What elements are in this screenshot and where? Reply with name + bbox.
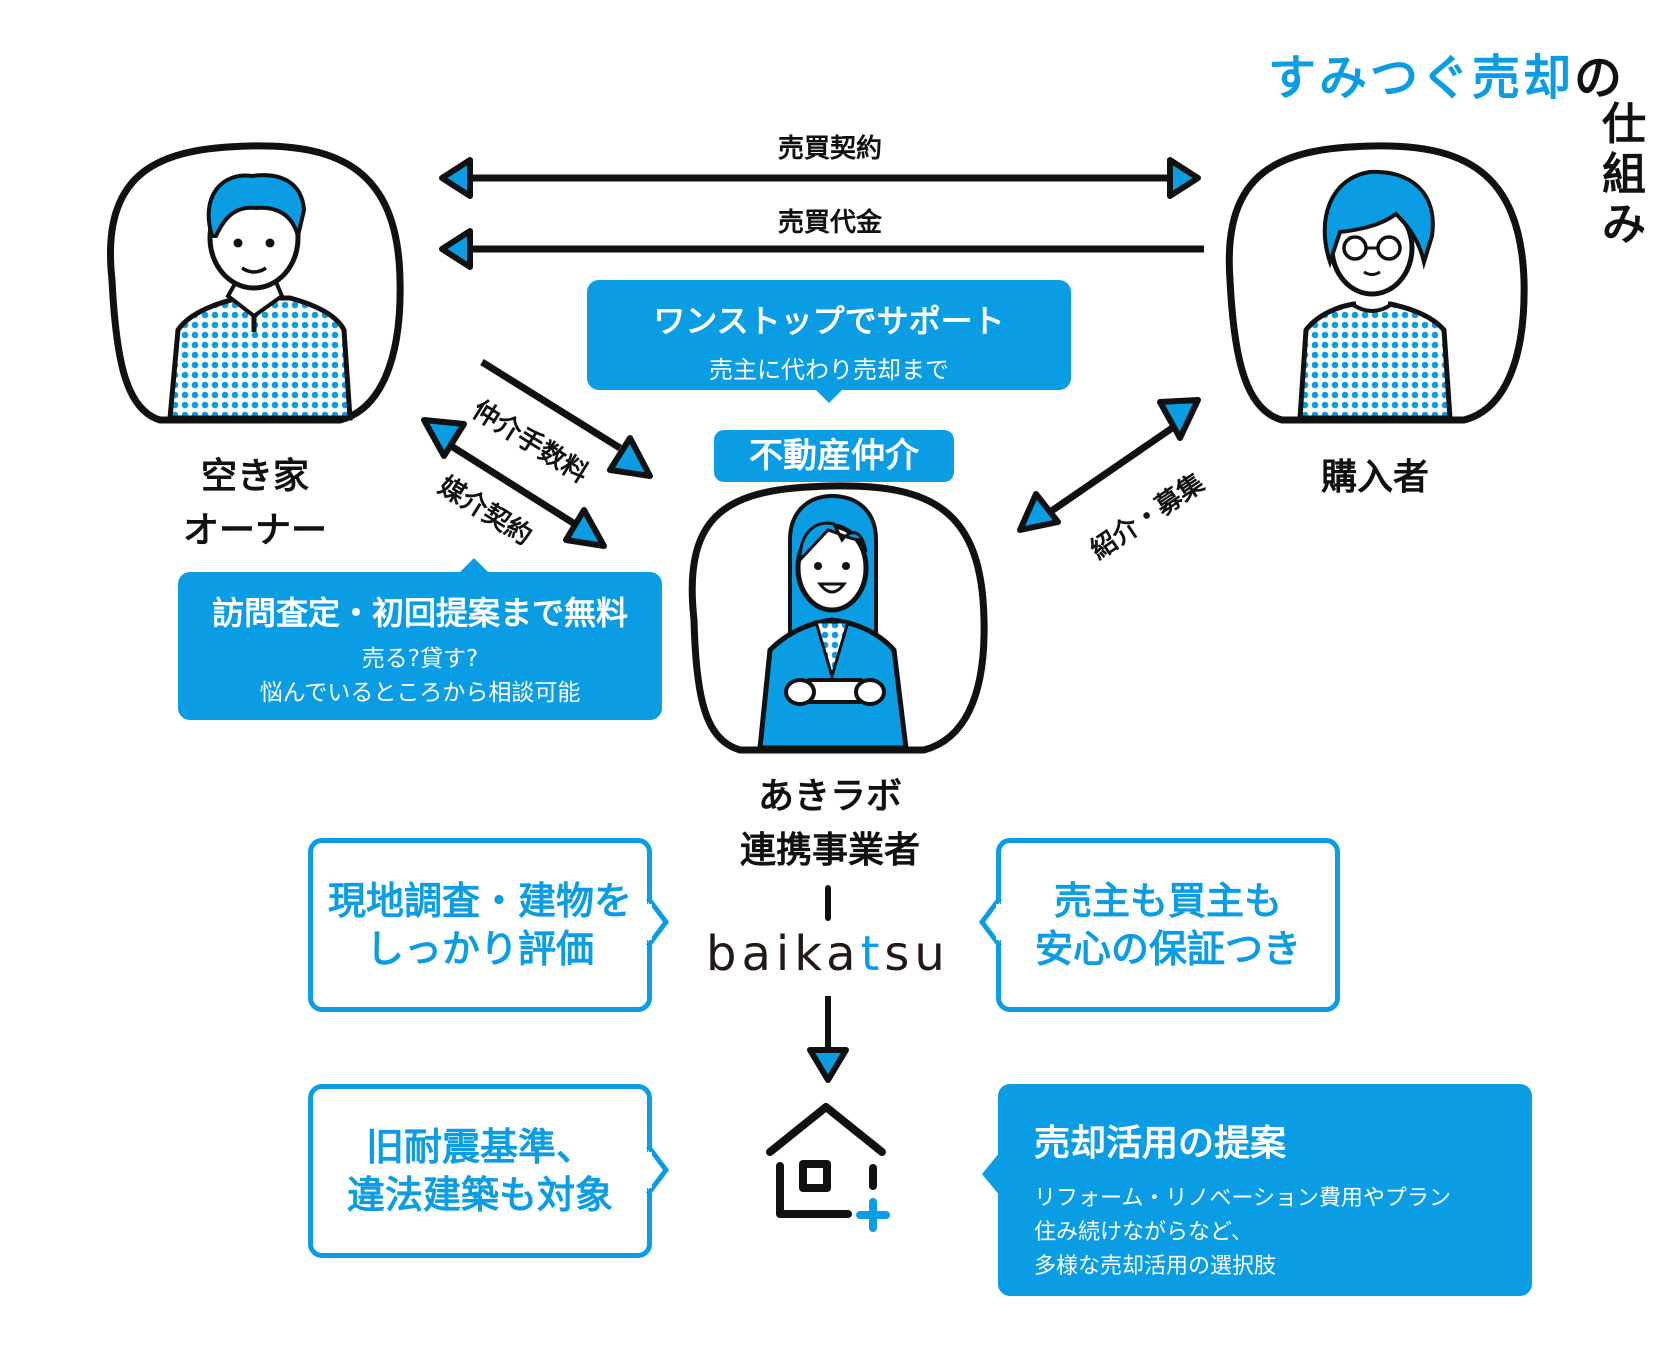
arrow-contract <box>439 157 1201 199</box>
callout-guarantee: 売主も買主も 安心の保証つき <box>996 838 1340 1012</box>
house-plus-icon <box>766 1103 890 1232</box>
callout-guarantee-pointer <box>978 898 1002 946</box>
callout-free-title: 訪問査定・初回提案まで無料 <box>211 594 628 632</box>
broker-label-line2: 連携事業者 <box>739 830 920 871</box>
callout-survey: 現地調査・建物を しっかり評価 <box>308 838 652 1012</box>
callout-one-stop-title: ワンストップでサポート <box>653 302 1005 340</box>
broker-portrait <box>688 482 988 754</box>
page-title: すみつぐ売却の <box>1268 38 1625 108</box>
callout-guarantee-line2: 安心の保証つき <box>1034 927 1301 971</box>
buyer-label: 購入者 <box>1320 457 1429 498</box>
arrow-mediation-contract <box>421 417 607 549</box>
callout-proposal-pointer <box>982 1152 1000 1196</box>
callout-guarantee-line1: 売主も買主も <box>1053 879 1282 923</box>
buyer-portrait <box>1225 142 1528 424</box>
title-vertical-char: 仕 <box>1602 99 1646 150</box>
title-vertical-char: み <box>1602 199 1646 250</box>
title-particle: の <box>1574 50 1626 106</box>
callout-one-stop-subtitle: 売主に代わり売却まで <box>709 356 949 384</box>
callout-proposal-title: 売却活用の提案 <box>1034 1123 1287 1164</box>
arrow-label-payment: 売買代金 <box>777 208 882 238</box>
owner-label-line2: オーナー <box>182 510 327 551</box>
arrow-down <box>807 996 849 1083</box>
page-title-vertical: 仕 組 み <box>1596 100 1652 250</box>
callout-free-pointer <box>460 558 488 572</box>
broker-tag: 不動産仲介 <box>714 430 954 482</box>
callout-old-standard-line1: 旧耐震基準、 <box>365 1125 594 1169</box>
callout-proposal-line1: リフォーム・リノベーション費用やプラン <box>1034 1186 1451 1211</box>
callout-survey-line1: 現地調査・建物を <box>327 879 632 923</box>
callout-proposal: 売却活用の提案 リフォーム・リノベーション費用やプラン 住み続けながらなど、 多… <box>998 1084 1532 1296</box>
owner-portrait <box>107 142 404 424</box>
arrow-brokerage-fee <box>480 359 653 479</box>
callout-free-line1: 売る?貸す? <box>361 646 479 672</box>
owner-label: 空き家 オーナー <box>170 450 340 558</box>
callout-free-line2: 悩んでいるところから相談可能 <box>259 680 581 706</box>
callout-old-standard-line2: 違法建築も対象 <box>346 1173 613 1217</box>
title-vertical-char: 組 <box>1602 149 1646 200</box>
title-highlight: すみつぐ売却 <box>1268 50 1575 106</box>
broker-label: あきラボ 連携事業者 <box>720 770 940 878</box>
callout-proposal-line2: 住み続けながらなど、 <box>1034 1220 1253 1245</box>
brand-logo-accent: t <box>860 926 885 982</box>
callout-free: 訪問査定・初回提案まで無料 売る?貸す? 悩んでいるところから相談可能 <box>178 572 662 720</box>
callout-survey-pointer <box>646 898 670 946</box>
callout-survey-line2: しっかり評価 <box>365 927 594 971</box>
callout-old-standard: 旧耐震基準、 違法建築も対象 <box>308 1084 652 1258</box>
callout-old-standard-pointer <box>646 1146 670 1194</box>
callout-one-stop-pointer <box>815 389 843 403</box>
brand-logo-post: su <box>884 926 950 982</box>
callout-one-stop: ワンストップでサポート 売主に代わり売却まで <box>587 280 1071 390</box>
callout-proposal-line3: 多様な売却活用の選択肢 <box>1034 1254 1277 1279</box>
broker-label-line1: あきラボ <box>757 776 902 817</box>
brand-logo-pre: baika <box>706 926 861 982</box>
owner-label-line1: 空き家 <box>200 456 309 497</box>
arrow-label-contract: 売買契約 <box>777 134 882 164</box>
arrow-payment <box>439 228 1204 270</box>
brand-logo: baikatsu <box>706 926 950 982</box>
arrow-introduction <box>1017 397 1201 533</box>
